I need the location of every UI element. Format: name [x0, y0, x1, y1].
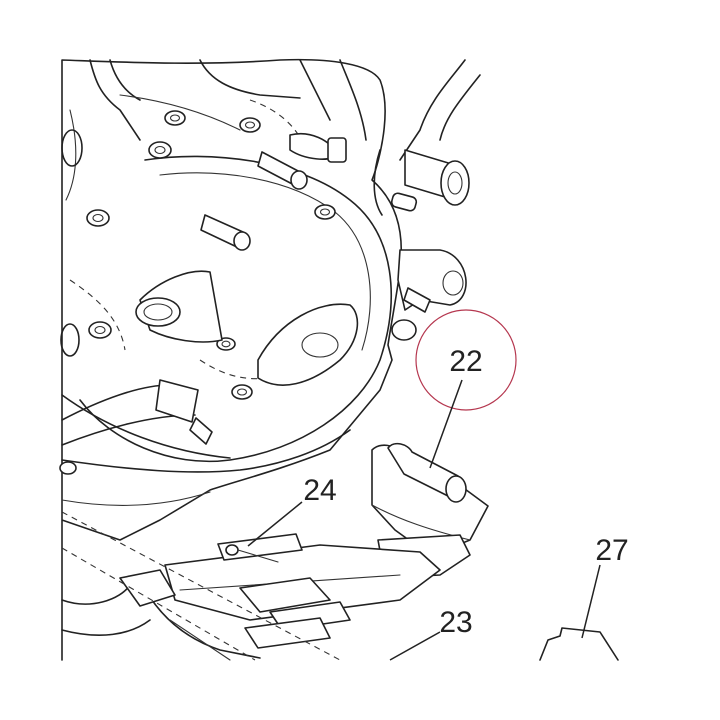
part-24-plate — [217, 533, 303, 563]
callout-23-label: 23 — [439, 606, 472, 639]
stud-group — [200, 151, 308, 251]
part-27-bracket — [539, 627, 619, 661]
callout-24-leader — [247, 501, 303, 547]
bolt — [164, 110, 186, 126]
linkage-arm — [391, 249, 467, 341]
callout-24-label: 24 — [303, 474, 336, 507]
bolt — [88, 321, 112, 339]
bolt — [216, 337, 236, 351]
water-pump-outlet — [135, 270, 223, 343]
reference-dash-lines — [61, 511, 341, 661]
bolt — [86, 209, 110, 227]
shift-shaft — [373, 59, 481, 216]
callout-22-highlight-circle — [415, 309, 517, 411]
bolt — [314, 204, 336, 220]
lower-hose — [61, 379, 213, 446]
callout-22-leader — [429, 379, 463, 469]
callout-27-label: 27 — [595, 534, 628, 567]
bolt — [148, 141, 172, 159]
cover-flange — [257, 303, 359, 386]
bolt — [59, 461, 77, 475]
part-23-footplate — [61, 544, 441, 661]
callout-23-leader — [389, 631, 441, 661]
callout-22-label: 22 — [449, 345, 482, 378]
hose-clamp-top — [289, 133, 347, 163]
bolt — [239, 117, 261, 133]
callout-27-leader — [581, 564, 601, 639]
bolt — [231, 384, 253, 400]
